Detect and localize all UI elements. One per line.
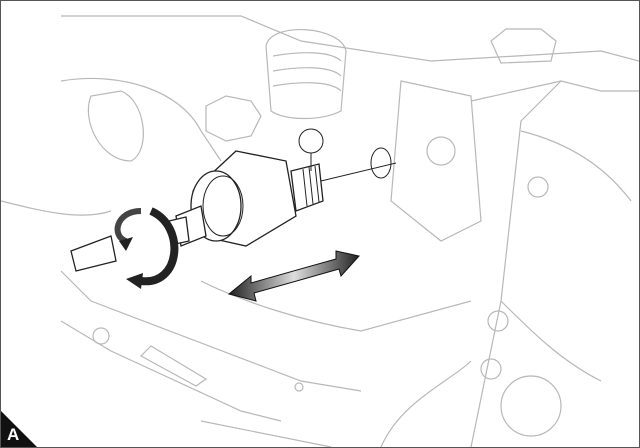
panel-label: A — [7, 425, 20, 444]
double-arrow-icon — [227, 250, 360, 302]
rotation-arrow-icon — [114, 207, 179, 289]
panel-corner-badge — [1, 411, 37, 447]
sensor-assembly — [70, 128, 397, 272]
engine-block-outline — [1, 15, 639, 447]
